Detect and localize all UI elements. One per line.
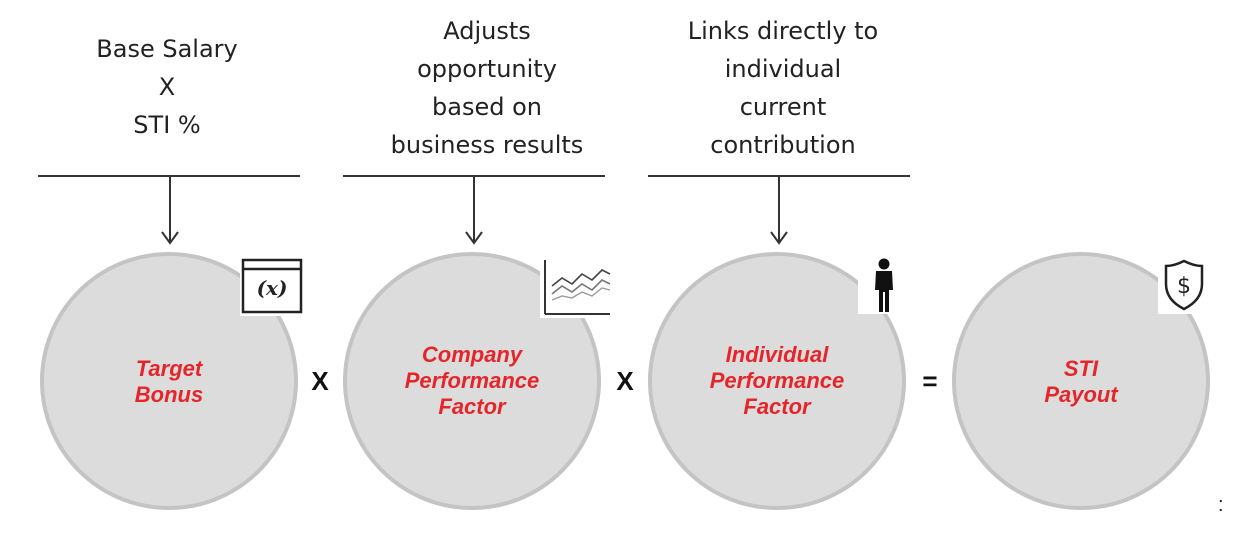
label-line: STI [1063, 356, 1099, 381]
label-line: Company [421, 342, 523, 367]
header-base-salary: Base Salary X STI % [27, 30, 307, 144]
trailing-colon: : [1218, 494, 1224, 516]
circle-company-performance [343, 252, 601, 510]
label-line: Factor [438, 394, 506, 419]
label-line: Individual [725, 342, 829, 367]
header-line: based on [432, 93, 542, 121]
formula-text: (x) [256, 276, 288, 300]
header-line: individual [724, 55, 842, 83]
down-arrow-icon [770, 176, 788, 245]
label-line: Factor [743, 394, 811, 419]
label-line: Bonus [134, 382, 204, 407]
down-arrow-icon [465, 176, 483, 245]
header-line: current [739, 93, 827, 121]
formula-x-icon: (x) [240, 256, 304, 316]
label-sti-payout: STI Payout [981, 356, 1181, 408]
label-line: Performance [404, 368, 540, 393]
header-line: Links directly to [687, 17, 879, 45]
label-line: Payout [1044, 382, 1118, 407]
operator-equals: = [922, 366, 938, 396]
label-company-performance: Company Performance Factor [372, 342, 572, 420]
label-target-bonus: Target Bonus [69, 356, 269, 408]
label-individual-performance: Individual Performance Factor [677, 342, 877, 420]
formula-x-frame-icon [241, 258, 303, 314]
down-arrow-icon [161, 176, 179, 245]
person-icon [858, 256, 910, 314]
dollar-shield-icon: $ [1158, 256, 1210, 314]
header-line: Base Salary [96, 35, 238, 63]
operator-multiply: X [311, 366, 329, 396]
label-line: Target [135, 356, 203, 381]
label-line: Performance [709, 368, 845, 393]
header-line: Adjusts [443, 17, 531, 45]
header-individual-contribution: Links directly to individual current con… [643, 12, 923, 164]
header-company-adjust: Adjusts opportunity based on business re… [347, 12, 627, 164]
operator-multiply: X [616, 366, 634, 396]
header-line: STI % [133, 111, 201, 139]
line-chart-icon [540, 256, 612, 318]
header-line: X [158, 73, 176, 101]
header-line: business results [390, 131, 584, 159]
svg-text:$: $ [1177, 274, 1191, 299]
header-line: opportunity [417, 55, 557, 83]
header-line: contribution [710, 131, 856, 159]
